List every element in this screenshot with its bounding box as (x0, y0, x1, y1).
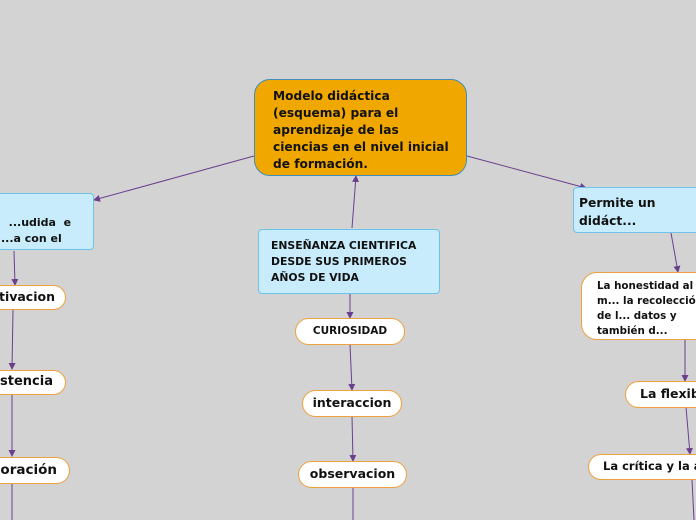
right-item-critica[interactable]: La crítica y la ap... (588, 454, 696, 480)
left-item-1[interactable]: ...tivacion (0, 285, 66, 310)
center-topic-text: ENSEÑANZA CIENTIFICA DESDE SUS PRIMEROS … (271, 239, 417, 284)
right-item-2-text: La flexibi... (640, 386, 696, 401)
left-item-2-text: ...istencia (0, 374, 53, 389)
right-item-3-text: La crítica y la ap... (603, 459, 696, 473)
right-topic[interactable]: Permite un didáct... promotora en (573, 187, 696, 233)
main-topic-text: Modelo didáctica (esquema) para el apren… (273, 89, 449, 171)
center-item-1-text: CURIOSIDAD (312, 325, 388, 337)
center-item-observacion[interactable]: observacion (298, 461, 407, 488)
right-item-honestidad[interactable]: La honestidad al m... la recolección de … (581, 272, 696, 340)
left-item-1-text: ...tivacion (0, 289, 55, 304)
center-item-3-text: observacion (309, 466, 396, 481)
center-topic[interactable]: ENSEÑANZA CIENTIFICA DESDE SUS PRIMEROS … (258, 229, 440, 294)
center-item-interaccion[interactable]: interaccion (302, 390, 402, 417)
left-topic[interactable]: ...udida e ...a con el (0, 193, 94, 250)
right-topic-text: Permite un didáct... promotora en (579, 196, 656, 228)
right-item-1-text: La honestidad al m... la recolección de … (597, 280, 696, 337)
left-item-3-text: ...oración (0, 462, 57, 478)
center-item-2-text: interaccion (312, 395, 392, 410)
left-item-3[interactable]: ...oración (0, 457, 70, 484)
center-item-curiosidad[interactable]: CURIOSIDAD (295, 318, 405, 345)
left-item-2[interactable]: ...istencia (0, 370, 66, 395)
right-item-flexibilidad[interactable]: La flexibi... (625, 381, 696, 408)
main-topic[interactable]: Modelo didáctica (esquema) para el apren… (254, 79, 467, 176)
left-topic-text: ...udida e ...a con el (1, 216, 72, 245)
